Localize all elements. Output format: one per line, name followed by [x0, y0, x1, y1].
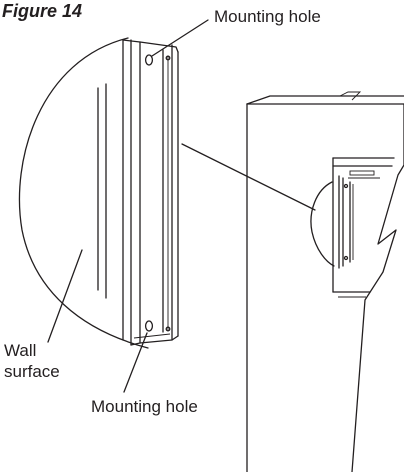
cabinet-top-slot: [339, 91, 362, 101]
detail-magnified-view: [18, 37, 179, 349]
label-surface: surface: [4, 362, 60, 381]
cabinet-cutaway-edge: [351, 103, 404, 472]
rail-screw-bottom-icon: [165, 326, 171, 332]
leader-mounting-hole-bottom: [123, 332, 148, 393]
label-wall: Wall: [4, 341, 37, 360]
bracket-top-cap: [122, 39, 179, 53]
detail-circle-outline: [18, 37, 149, 349]
mounting-hole-top-icon: [144, 54, 154, 66]
label-mounting-hole-top: Mounting hole: [214, 7, 321, 26]
small-bracket-hole-bottom-icon: [343, 255, 349, 261]
figure-title: Figure 14: [2, 1, 83, 21]
cabinet-top-face: [246, 95, 404, 105]
bracket-bottom-plate: [133, 333, 171, 339]
cabinet-top-rail: [349, 170, 375, 176]
detail-source-circle: [310, 181, 335, 267]
label-mounting-hole-bottom: Mounting hole: [91, 397, 198, 416]
cabinet-unit: [246, 91, 404, 472]
bracket-bottom-cap: [130, 335, 179, 346]
leader-mounting-hole-top: [151, 19, 209, 57]
mounting-hole-bottom-icon: [144, 320, 154, 332]
detail-connector-line: [181, 143, 316, 211]
rail-screw-top-icon: [165, 55, 171, 61]
leader-wall-surface: [47, 249, 83, 343]
small-bracket-hole-top-icon: [343, 183, 349, 189]
